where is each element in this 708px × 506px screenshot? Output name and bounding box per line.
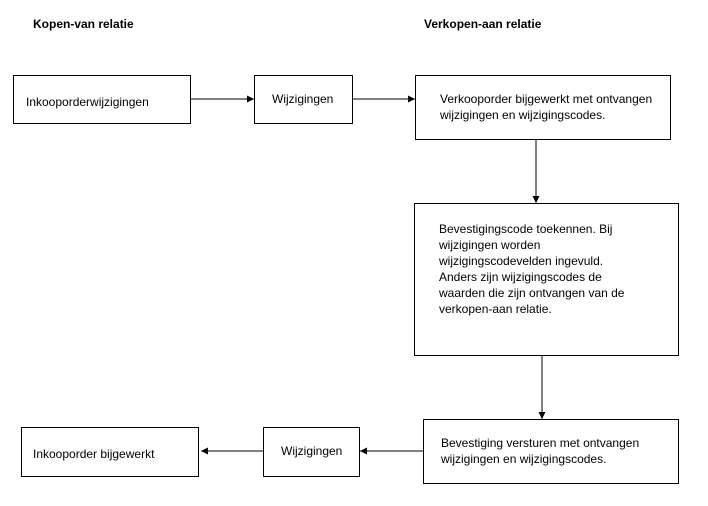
send-confirmation-box: Bevestiging versturen met ontvangen wijz…: [423, 419, 679, 484]
po-updated-label: Inkooporder bijgewerkt: [33, 447, 155, 461]
assign-code-box: Bevestigingscode toekennen. Bij wijzigin…: [414, 203, 679, 356]
changes-label-bottom: Wijzigingen: [281, 444, 343, 458]
po-changes-label: Inkooporderwijzigingen: [26, 95, 149, 109]
assign-code-label: Bevestigingscode toekennen. Bij wijzigin…: [439, 222, 625, 316]
send-confirmation-label: Bevestiging versturen met ontvangen wijz…: [441, 436, 640, 466]
seller-heading: Verkopen-aan relatie: [424, 17, 542, 31]
buyer-heading: Kopen-van relatie: [33, 17, 134, 31]
changes-label-top: Wijzigingen: [272, 92, 334, 106]
changes-box-top: Wijzigingen: [254, 75, 353, 124]
so-updated-label: Verkooporder bijgewerkt met ontvangen wi…: [440, 92, 653, 122]
so-updated-box: Verkooporder bijgewerkt met ontvangen wi…: [415, 75, 671, 140]
po-changes-box: Inkooporderwijzigingen: [13, 75, 191, 124]
po-updated-box: Inkooporder bijgewerkt: [21, 427, 199, 477]
changes-box-bottom: Wijzigingen: [263, 427, 360, 477]
